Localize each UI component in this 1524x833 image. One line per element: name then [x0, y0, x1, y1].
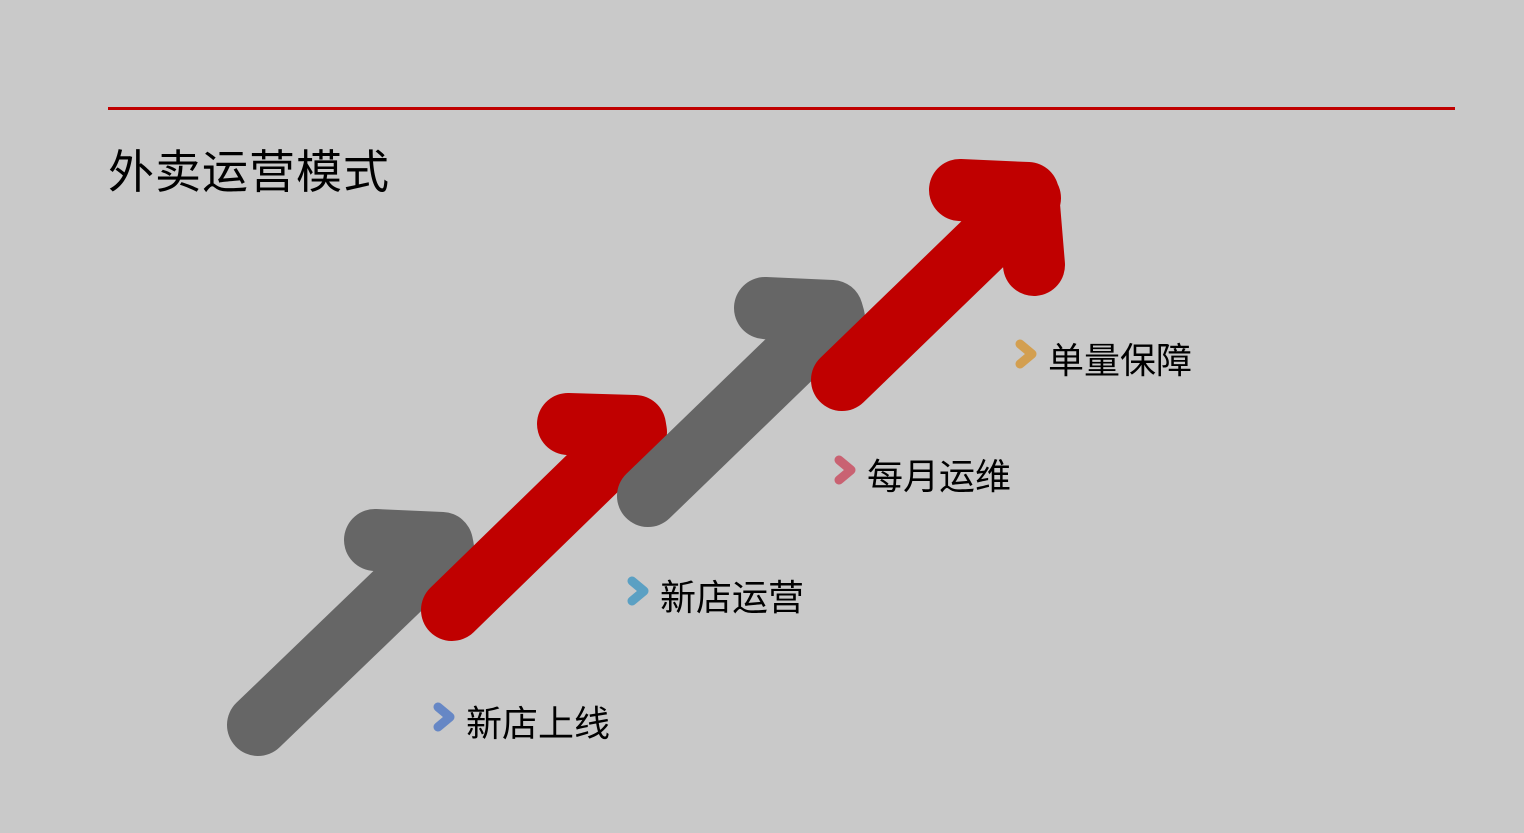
page-title: 外卖运营模式 — [108, 145, 390, 199]
step-new-store-operation: 新店运营 — [626, 576, 805, 621]
title-rule — [108, 107, 1455, 110]
chevron-right-icon — [1015, 339, 1037, 369]
chevron-right-icon — [627, 576, 649, 606]
step-new-store-launch: 新店上线 — [432, 702, 611, 747]
arrow-3-gray — [617, 277, 865, 527]
step-label: 每月运维 — [867, 457, 1012, 498]
chevron-right-icon — [834, 455, 856, 485]
step-label: 新店上线 — [466, 704, 611, 745]
step-label: 单量保障 — [1048, 341, 1193, 382]
arrow-1-gray — [227, 509, 474, 756]
step-label: 新店运营 — [660, 578, 805, 619]
arrow-4-red — [811, 159, 1065, 411]
arrow-2-red — [421, 393, 667, 641]
chevron-right-icon — [433, 702, 455, 732]
step-monthly-maintenance: 每月运维 — [833, 455, 1012, 500]
step-order-volume-guarantee: 单量保障 — [1014, 339, 1193, 384]
